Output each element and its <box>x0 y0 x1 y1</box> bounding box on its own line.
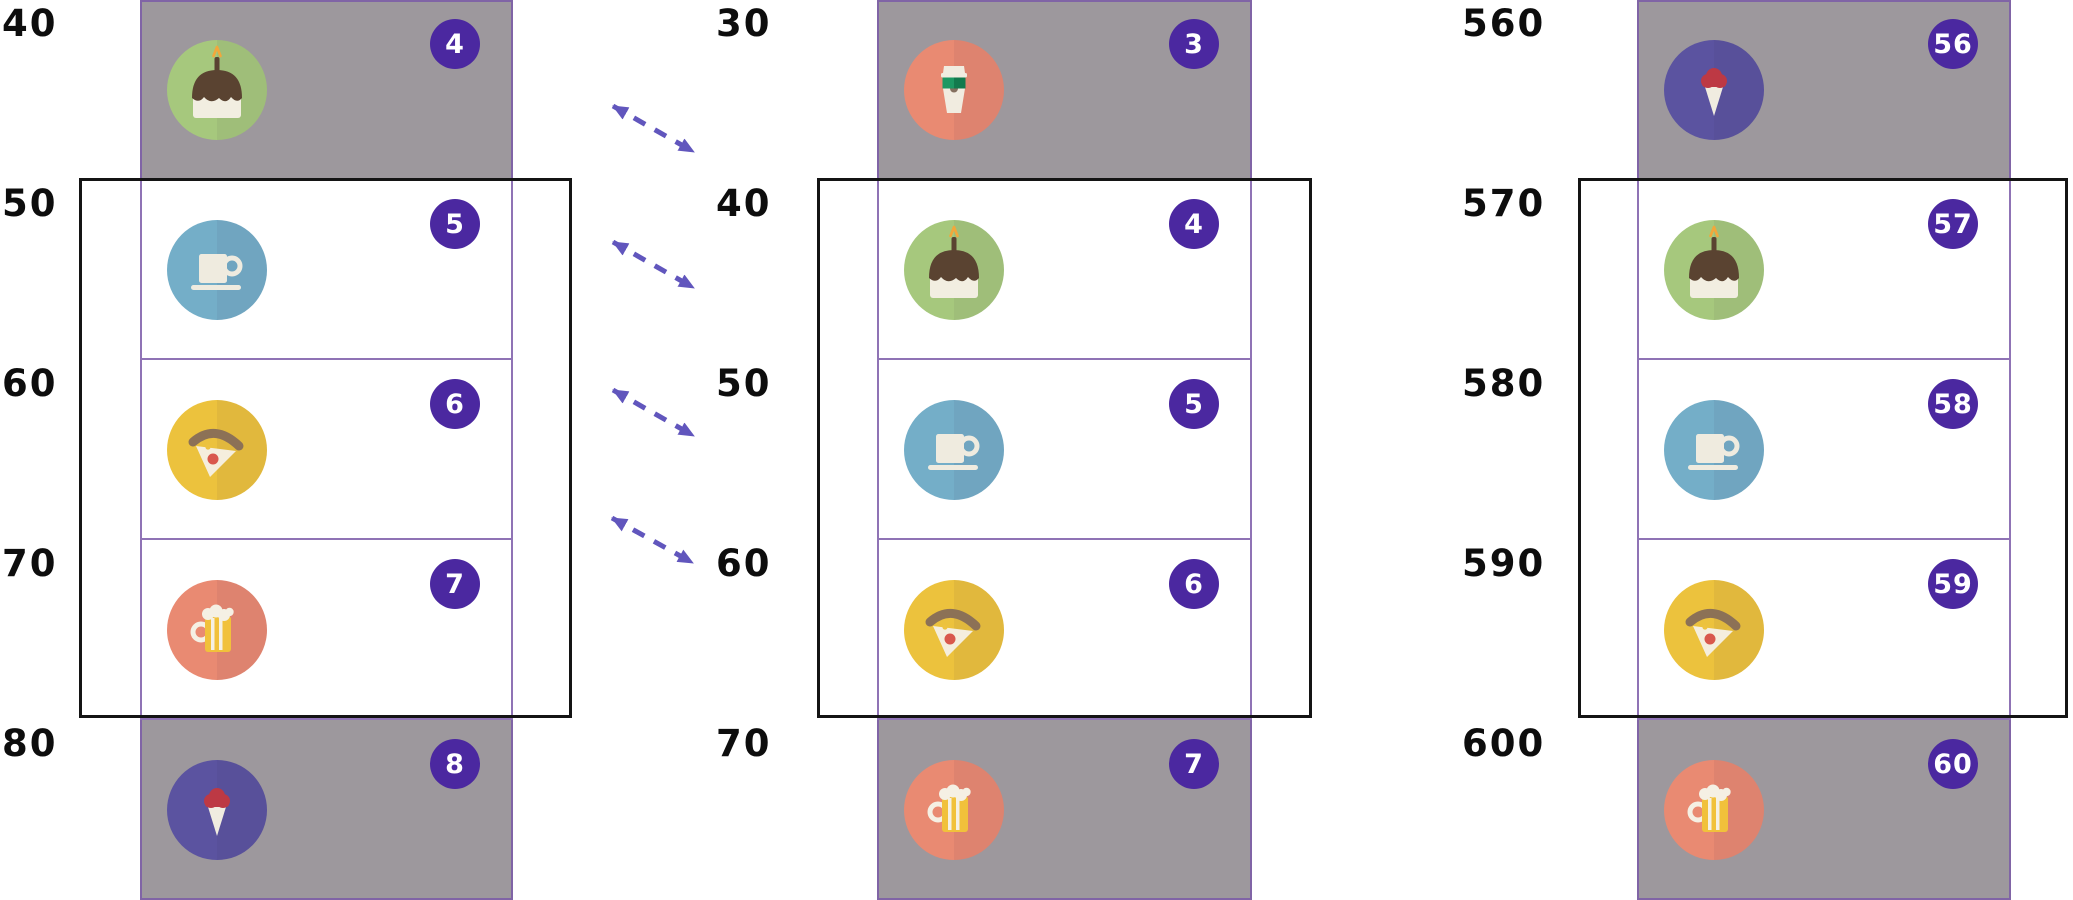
offset-mapping-arrow <box>611 387 696 439</box>
item-number-badge: 59 <box>1928 559 1978 609</box>
item-number-badge: 56 <box>1928 19 1978 69</box>
scroll-offset-label: 40 <box>2 2 58 45</box>
item-number-badge: 6 <box>1169 559 1219 609</box>
scroll-offset-label: 560 <box>1462 2 1546 45</box>
item-number-badge: 7 <box>1169 739 1219 789</box>
coffee-cup-icon <box>167 220 267 320</box>
cake-icon <box>1664 220 1764 320</box>
scroll-offset-label: 40 <box>716 182 772 225</box>
scroll-offset-label: 60 <box>2 362 58 405</box>
pizza-icon <box>1664 580 1764 680</box>
ice-cream-icon <box>167 760 267 860</box>
cake-icon <box>167 40 267 140</box>
scroll-offset-label: 70 <box>716 722 772 765</box>
scroll-offset-label: 50 <box>716 362 772 405</box>
scroll-offset-label: 70 <box>2 542 58 585</box>
item-number-badge: 8 <box>430 739 480 789</box>
scroll-offset-label: 50 <box>2 182 58 225</box>
pizza-icon <box>167 400 267 500</box>
coffee-cup-icon <box>904 400 1004 500</box>
scroll-offset-label: 570 <box>1462 182 1546 225</box>
scroll-offset-label: 60 <box>716 542 772 585</box>
scroll-offset-label: 30 <box>716 2 772 45</box>
offset-mapping-arrow <box>611 103 696 155</box>
offset-mapping-arrow <box>611 239 696 291</box>
item-number-badge: 58 <box>1928 379 1978 429</box>
ice-cream-icon <box>1664 40 1764 140</box>
item-number-badge: 5 <box>430 199 480 249</box>
beer-icon <box>1664 760 1764 860</box>
cake-icon <box>904 220 1004 320</box>
scroll-offset-label: 80 <box>2 722 58 765</box>
item-number-badge: 57 <box>1928 199 1978 249</box>
scroll-offset-label: 580 <box>1462 362 1546 405</box>
beer-icon <box>167 580 267 680</box>
beer-icon <box>904 760 1004 860</box>
coffee-togo-icon <box>904 40 1004 140</box>
pizza-icon <box>904 580 1004 680</box>
scroll-offset-label: 600 <box>1462 722 1546 765</box>
item-number-badge: 6 <box>430 379 480 429</box>
offset-mapping-arrow <box>610 515 695 566</box>
item-number-badge: 3 <box>1169 19 1219 69</box>
item-number-badge: 60 <box>1928 739 1978 789</box>
coffee-cup-icon <box>1664 400 1764 500</box>
scroll-offset-label: 590 <box>1462 542 1546 585</box>
item-number-badge: 4 <box>1169 199 1219 249</box>
item-number-badge: 5 <box>1169 379 1219 429</box>
item-number-badge: 7 <box>430 559 480 609</box>
item-number-badge: 4 <box>430 19 480 69</box>
